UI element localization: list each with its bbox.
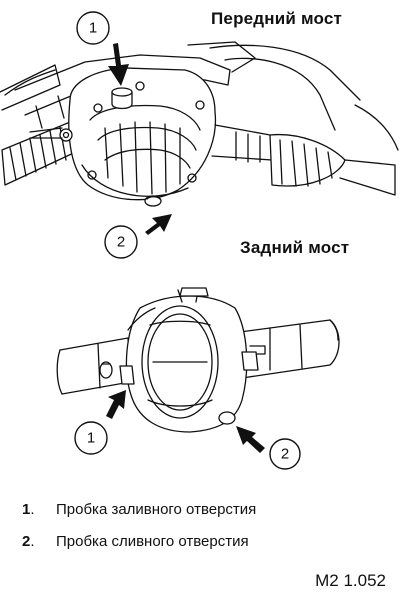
rear-callout-2-number: 2 bbox=[281, 446, 289, 463]
legend-number-2: 2 bbox=[22, 533, 56, 550]
legend-text-2: Пробка сливного отверстия bbox=[56, 533, 249, 550]
legend-item-1: 1Пробка заливного отверстия bbox=[22, 501, 256, 518]
front-filler-arrow bbox=[108, 43, 129, 86]
rear-drain-plug bbox=[218, 411, 236, 425]
front-drain-arrow bbox=[145, 214, 172, 235]
front-callout-2-number: 2 bbox=[117, 234, 125, 251]
front-drain-plug bbox=[144, 195, 162, 207]
rear-drain-arrow bbox=[236, 426, 265, 453]
rear-cover bbox=[141, 305, 219, 419]
rear-callout-1: 1 bbox=[74, 421, 108, 455]
front-callout-2: 2 bbox=[104, 225, 138, 259]
figure-code: M2 1.052 bbox=[315, 571, 386, 590]
left-cv-boot bbox=[0, 64, 81, 186]
front-callout-1-number: 1 bbox=[89, 20, 97, 37]
rear-callout-1-number: 1 bbox=[87, 430, 95, 447]
legend-text-1: Пробка заливного отверстия bbox=[56, 501, 257, 518]
front-differential-housing bbox=[68, 67, 217, 201]
front-axle-title: Передний мост bbox=[211, 9, 343, 28]
front-axle-illustration: 1 2 bbox=[0, 11, 399, 259]
rear-axle-title: Задний мост bbox=[240, 238, 350, 257]
legend-number-1: 1 bbox=[22, 501, 56, 518]
rear-filler-arrow bbox=[106, 390, 126, 419]
front-filler-plug bbox=[111, 87, 133, 110]
rear-callout-2: 2 bbox=[269, 438, 301, 470]
left-fittings bbox=[29, 127, 73, 142]
rear-axle-illustration: 1 2 bbox=[56, 287, 340, 470]
rear-filler-plug bbox=[99, 361, 113, 379]
front-callout-1: 1 bbox=[76, 11, 110, 45]
legend-item-2: 2Пробка сливного отверстия bbox=[22, 533, 249, 550]
right-cv-boot bbox=[209, 44, 399, 196]
